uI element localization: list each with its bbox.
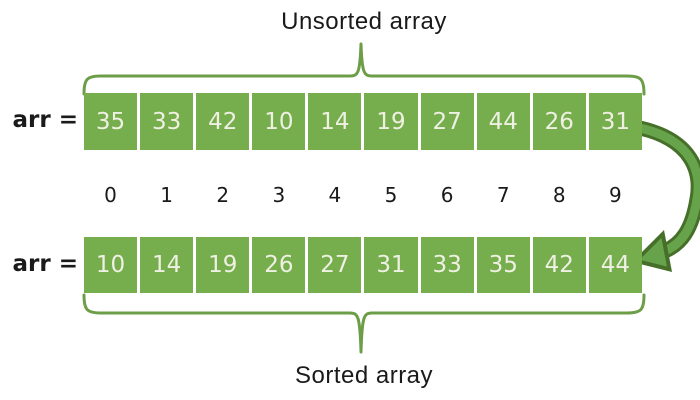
array-cell: 26 [532,93,586,150]
array-cell: 33 [140,93,194,150]
array-cell: 19 [364,93,418,150]
index-label: 4 [328,183,342,207]
array-cell: 44 [588,237,642,293]
index-label: 1 [160,183,173,207]
array-cell: 42 [196,93,250,150]
array-cell: 31 [364,237,418,293]
array-cell: 26 [252,237,306,293]
index-label: 2 [216,183,230,207]
array-cell: 10 [84,237,138,293]
array-cell: 14 [308,93,362,150]
array-cell: 35 [476,237,530,293]
index-label: 9 [609,183,622,207]
index-label: 5 [384,183,398,207]
bottom-brace [82,293,646,354]
sorted-array-title: Sorted array [294,362,434,389]
index-label: 3 [272,183,286,207]
array-cell: 33 [420,237,474,293]
arr-label-unsorted: arr = [12,107,79,133]
unsorted-array-title: Unsorted array [281,8,447,35]
index-row: 0 1 2 3 4 5 6 7 8 9 [84,183,642,207]
array-cell: 35 [84,93,138,150]
index-label: 8 [552,183,566,207]
array-cell: 31 [588,93,642,150]
array-cell: 44 [476,93,530,150]
array-cell: 10 [252,93,306,150]
top-brace [82,42,646,96]
array-cell: 27 [420,93,474,150]
arr-label-sorted: arr = [12,251,79,277]
array-cell: 14 [140,237,194,293]
array-cell: 19 [196,237,250,293]
array-cell: 42 [532,237,586,293]
index-label: 6 [440,183,454,207]
array-cell: 27 [308,237,362,293]
index-label: 7 [496,183,510,207]
index-label: 0 [104,183,117,207]
